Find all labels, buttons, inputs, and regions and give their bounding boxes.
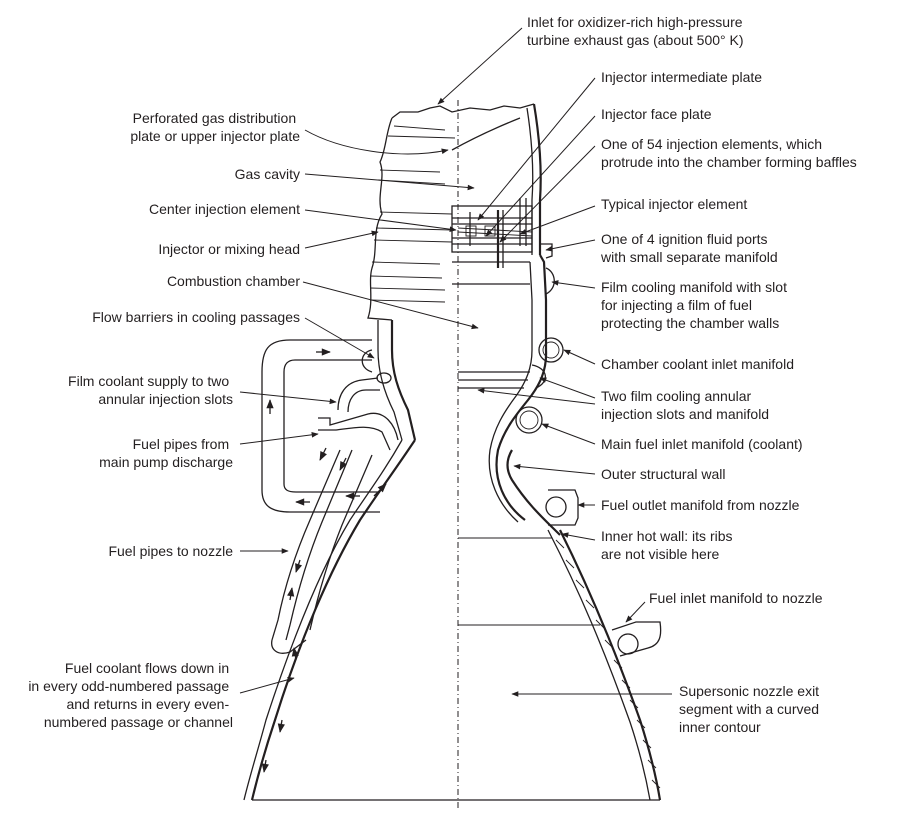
cavity-left-break (367, 117, 393, 321)
film-coolant-pipe (337, 377, 379, 411)
film-slot-manifold (531, 364, 546, 389)
nozzle-left-inner (243, 439, 403, 801)
label-supersonic-nozzle: Supersonic nozzle exit segment with a cu… (679, 683, 823, 735)
nozzle-fuel-pipe-a (271, 449, 341, 641)
label-fuel-outlet-manifold: Fuel outlet manifold from nozzle (601, 497, 800, 513)
chamber-right-wall (495, 254, 548, 521)
cavity-right-wall-inner (526, 107, 534, 255)
nozzle-right-inner (547, 529, 651, 801)
flow-barrier-oval (376, 372, 392, 384)
nozzle-right-outer (559, 529, 662, 801)
label-injection-elements: One of 54 injection elements, which prot… (601, 136, 857, 170)
label-inlet-oxidizer: Inlet for oxidizer-rich high-pressure tu… (527, 14, 746, 48)
chamber-left-wall-inner (377, 320, 403, 441)
flow-arrows (261, 348, 387, 773)
perforated-plate (451, 117, 521, 151)
nozzle-fuel-pipe-c (309, 454, 373, 631)
label-inner-hot-wall: Inner hot wall: its ribs are not visible… (601, 528, 736, 562)
cavity-right-wall (532, 103, 542, 255)
label-combustion-chamber: Combustion chamber (167, 273, 300, 289)
film-coolant-pipe-2 (347, 389, 380, 413)
label-film-cooling-manifold: Film cooling manifold with slot for inje… (601, 279, 791, 331)
label-injector-face-plate: Injector face plate (601, 106, 712, 122)
leader-lines (239, 27, 672, 697)
label-typical-injector-element: Typical injector element (601, 196, 747, 212)
fuel-return-loop (261, 339, 380, 513)
cavity-top-break (391, 103, 535, 119)
label-fuel-coolant-flows: Fuel coolant flows down in in every odd-… (28, 660, 233, 730)
label-perforated-plate: Perforated gas distribution plate or upp… (130, 110, 300, 144)
label-chamber-coolant-inlet: Chamber coolant inlet manifold (601, 356, 794, 372)
chamber-coolant-manifold-inner (542, 341, 560, 359)
label-injector-intermediate-plate: Injector intermediate plate (601, 69, 762, 85)
label-fuel-pipes-pump: Fuel pipes from main pump discharge (99, 436, 233, 470)
label-flow-barriers: Flow barriers in cooling passages (92, 309, 300, 325)
labels: Inlet for oxidizer-rich high-pressure tu… (28, 14, 856, 735)
fuel-return-loop-inner (283, 359, 380, 493)
label-fuel-pipes-nozzle: Fuel pipes to nozzle (108, 543, 233, 559)
label-injector-mixing-head: Injector or mixing head (158, 241, 300, 257)
nozzle-fuel-pipe-b (285, 449, 353, 641)
nozzle-fuel-pipe-join (271, 639, 307, 654)
label-main-fuel-inlet: Main fuel inlet manifold (coolant) (601, 436, 803, 452)
label-ignition-fluid-ports: One of 4 ignition fluid ports with small… (600, 231, 778, 265)
main-fuel-manifold (515, 406, 543, 434)
label-film-coolant-supply: Film coolant supply to two annular injec… (68, 373, 233, 407)
label-film-cooling-slots: Two film cooling annular injection slots… (601, 388, 769, 422)
nozzle-right-hatch (555, 539, 661, 789)
outer-structural-wall (506, 449, 561, 536)
fuel-outlet-circle (545, 496, 567, 518)
main-fuel-manifold-inner (519, 410, 539, 430)
fuel-inlet-circle (617, 633, 639, 655)
chamber-coolant-manifold (538, 337, 564, 363)
chamber-right-wall-inner (488, 261, 533, 523)
fuel-pump-pipe (318, 412, 399, 441)
fuel-pump-pipe-2 (318, 426, 391, 451)
chamber-left-wall (390, 320, 417, 441)
film-manifold-bump (545, 267, 555, 295)
label-fuel-inlet-manifold-nozzle: Fuel inlet manifold to nozzle (649, 590, 823, 606)
label-outer-structural-wall: Outer structural wall (601, 466, 725, 482)
engine-drawing (243, 100, 662, 810)
label-center-injection-element: Center injection element (149, 201, 300, 217)
fuel-outlet-manifold (548, 489, 579, 526)
flow-barrier-bump (361, 349, 373, 373)
label-gas-cavity: Gas cavity (235, 166, 300, 182)
cavity-hatching (369, 125, 456, 303)
fuel-inlet-manifold-nozzle (611, 621, 662, 657)
injector-head (451, 198, 533, 268)
ignition-manifold (540, 243, 553, 259)
